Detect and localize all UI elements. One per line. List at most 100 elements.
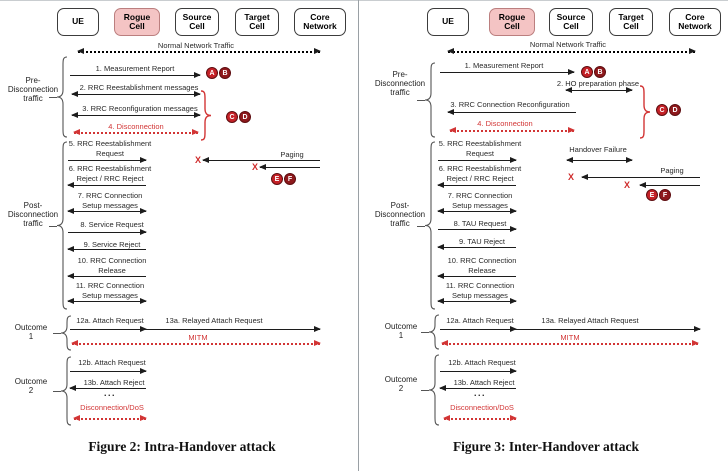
message-label: 12b. Attach Request (78, 358, 146, 367)
arrowhead-left (202, 157, 209, 163)
phase-label: Outcome 2 (384, 375, 418, 393)
message-line (567, 160, 632, 161)
arrowhead-left (73, 415, 80, 421)
arrowhead-left (565, 87, 572, 93)
figure-caption: Figure 2: Intra-Handover attack (88, 439, 276, 454)
arrowhead-right (314, 326, 321, 332)
message-line (438, 247, 516, 248)
message-label: 6. RRC Reestablishment Reject / RRC Reje… (438, 164, 522, 183)
message-line (566, 90, 632, 91)
arrowhead-right (510, 326, 517, 332)
message-label: 1. Measurement Report (95, 64, 175, 73)
message-label: 2. RRC Reestablishment messages (79, 83, 199, 92)
message-label: Normal Network Traffic (157, 41, 235, 50)
arrowhead-right (694, 326, 701, 332)
message-line (438, 211, 516, 212)
message-line (438, 301, 516, 302)
message-line (440, 371, 516, 372)
arrowhead-left (437, 208, 444, 214)
message-label: MITM (188, 333, 208, 342)
message-line (68, 211, 146, 212)
message-line (78, 51, 320, 53)
message-line (450, 130, 574, 132)
attack-step-badge: C (226, 111, 238, 123)
message-label: 7. RRC Connection Setup messages (447, 191, 513, 210)
attack-step-badge: A (206, 67, 218, 79)
message-label: 4. Disconnection (477, 119, 533, 128)
message-label: 13b. Attach Reject (453, 378, 515, 387)
message-line (440, 388, 516, 389)
message-label: 9. Service Reject (83, 240, 141, 249)
brace-connector (49, 97, 57, 98)
message-line (440, 329, 516, 330)
message-label: 13a. Relayed Attach Request (165, 316, 263, 325)
message-label: 2. HO preparation phase (556, 79, 640, 88)
phase-label: Outcome 2 (14, 377, 48, 395)
phase-brace (60, 315, 72, 351)
message-line (74, 418, 146, 420)
message-line (516, 329, 700, 330)
actor-box-ue: UE (427, 8, 469, 36)
figure-caption: Figure 3: Inter-Handover attack (452, 439, 640, 454)
arrowhead-right (510, 208, 517, 214)
brace-connector (417, 100, 425, 101)
phase-brace (60, 356, 72, 426)
message-line (68, 301, 146, 302)
message-label: 12a. Attach Request (76, 316, 144, 325)
message-label: 3. RRC Reconfiguration messages (82, 104, 198, 113)
panel-divider (358, 0, 359, 471)
actor-box-rogue-cell: Rogue Cell (114, 8, 160, 36)
blocked-x-mark: X (567, 172, 575, 182)
actor-box-core-network: Core Network (294, 8, 346, 36)
actor-box-core-network: Core Network (669, 8, 721, 36)
message-label: Disconnection/DoS (80, 403, 144, 412)
arrowhead-left (67, 246, 74, 252)
blocked-x-mark: X (623, 180, 631, 190)
arrowhead-right (510, 298, 517, 304)
arrowhead-right (140, 208, 147, 214)
message-label: 13a. Relayed Attach Request (541, 316, 639, 325)
arrowhead-left (71, 112, 78, 118)
arrowhead-right (314, 48, 321, 54)
message-line (203, 160, 320, 161)
message-line (68, 160, 146, 161)
message-label: 13b. Attach Reject (83, 378, 145, 387)
phase-label: Post- Disconnection traffic (374, 201, 426, 228)
arrowhead-left (449, 127, 456, 133)
message-line (70, 75, 200, 76)
arrowhead-left (447, 109, 454, 115)
arrowhead-right (194, 72, 201, 78)
arrowhead-left (566, 157, 573, 163)
message-label: Disconnection/DoS (450, 403, 514, 412)
message-label: 8. TAU Request (453, 219, 507, 228)
message-line (70, 388, 146, 389)
phase-label: Pre- Disconnection traffic (7, 76, 59, 103)
arrowhead-right (192, 129, 199, 135)
message-line (68, 276, 146, 277)
message-label: Paging (660, 166, 684, 175)
message-line (438, 185, 516, 186)
message-label: 12b. Attach Request (448, 358, 516, 367)
arrowhead-left (259, 164, 266, 170)
attack-step-badge: E (271, 173, 283, 185)
ellipsis-text: ... (474, 388, 487, 398)
attack-steps-brace (639, 85, 651, 139)
phase-brace (56, 56, 68, 138)
arrowhead-right (626, 87, 633, 93)
arrowhead-right (689, 48, 696, 54)
message-label: 5. RRC Reestablishment Request (438, 139, 522, 158)
arrowhead-left (439, 385, 446, 391)
message-line (70, 329, 146, 330)
message-line (582, 177, 700, 178)
actor-box-target-cell: Target Cell (609, 8, 653, 36)
brace-connector (49, 225, 57, 227)
message-line (640, 185, 700, 186)
arrowhead-right (568, 69, 575, 75)
arrowhead-right (140, 415, 147, 421)
arrowhead-left (437, 182, 444, 188)
arrowhead-left (67, 182, 74, 188)
message-line (438, 276, 516, 277)
brace-connector (417, 225, 425, 227)
